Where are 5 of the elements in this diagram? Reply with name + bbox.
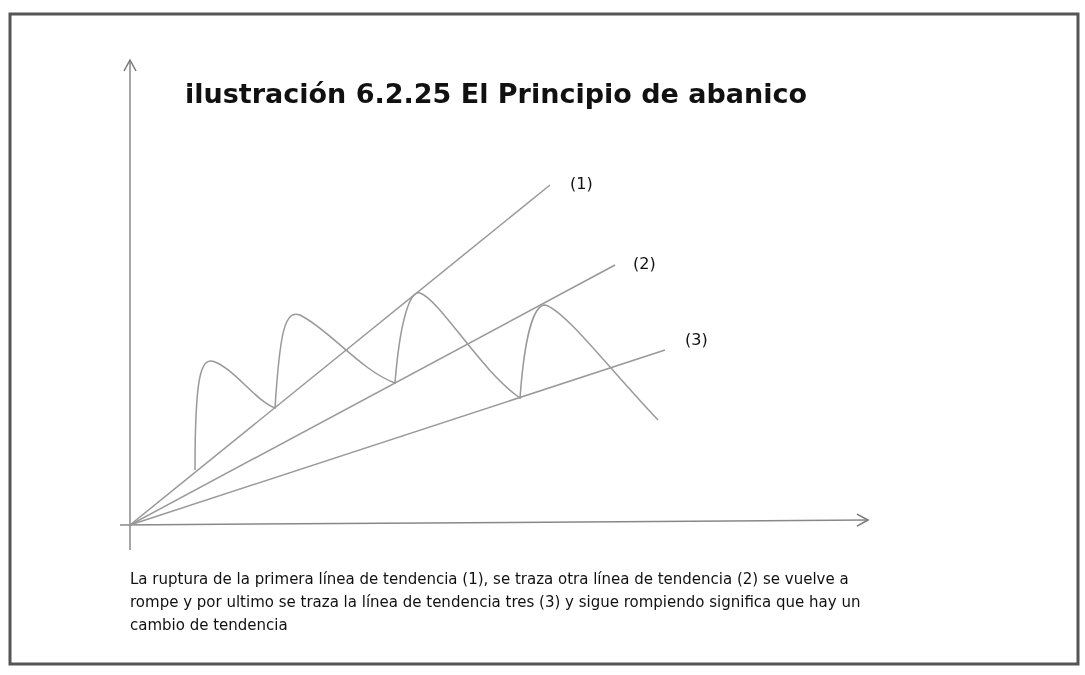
- trend-line-number: (2): [633, 254, 656, 273]
- trend-line-number: (1): [570, 174, 593, 193]
- trend-line-number: (3): [685, 330, 708, 349]
- diagram-title: ilustración 6.2.25 El Principio de abanico: [185, 78, 808, 109]
- caption-text: La ruptura de la primera línea de tendencia (1), se traza otra línea de tendencia (2) se vuelve a rompe y por ultimo se traza la línea de tendencia tres (3) y sigue rompiendo significa que hay un cambio de tendencia: [130, 569, 862, 636]
